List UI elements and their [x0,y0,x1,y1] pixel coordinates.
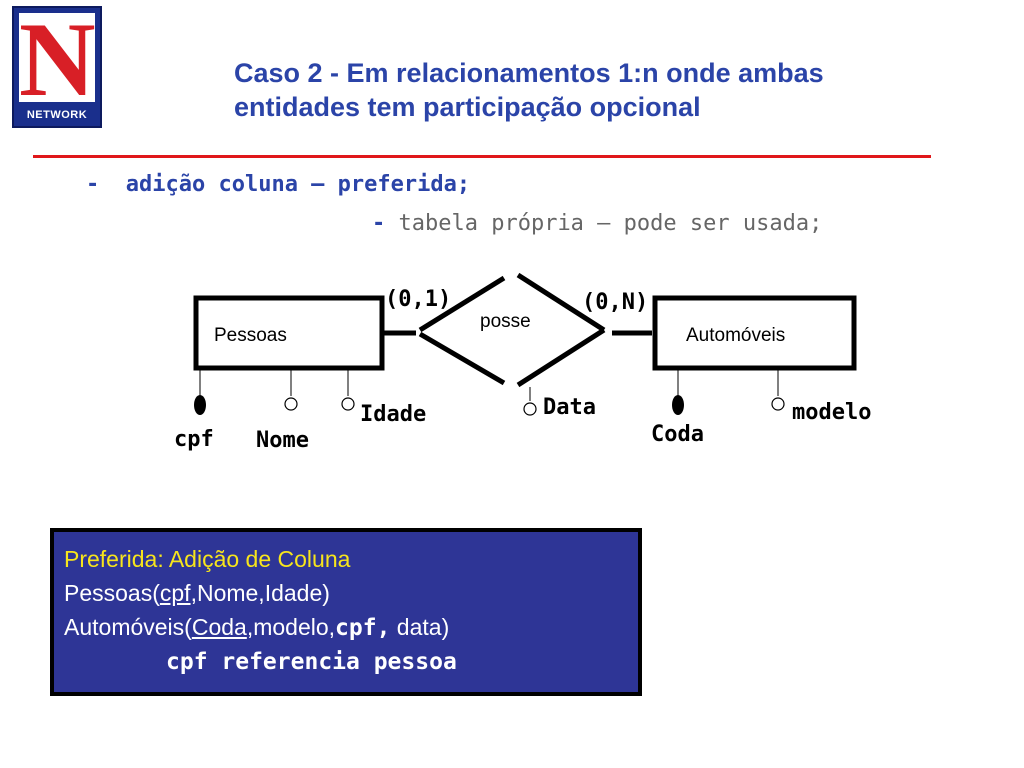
schema-line-pessoas: Pessoas(cpf,Nome,Idade) [64,576,638,610]
diamond-edge [516,272,606,333]
entity-pessoas-label: Pessoas [214,325,287,346]
schema-box: Preferida: Adição de Coluna Pessoas(cpf,… [50,528,642,696]
attribute-marker [341,397,355,411]
entity-automoveis-label: Automóveis [686,325,785,346]
bullet-text: adição coluna – preferida; [125,172,471,197]
foreign-key-cpf: cpf, [335,615,391,641]
schema-text: ,modelo, [246,614,336,640]
diamond-edge [418,331,506,386]
schema-text: Automóveis( [64,614,192,640]
schema-line-automoveis: Automóveis(Coda,modelo,cpf, data) [64,610,638,645]
attribute-idade-label: Idade [360,402,426,427]
key-attribute-marker [194,395,206,415]
attribute-marker [284,397,298,411]
relationship-label: posse [480,311,531,332]
key-attribute-marker [672,395,684,415]
bullet-dash: - [86,172,100,197]
logo-word: NETWORK [26,109,88,121]
entity-automoveis-box [652,295,857,371]
bullet-dash: - [372,211,386,236]
attribute-cpf-label: cpf [174,427,214,452]
title-line-2: entidades tem participação opcional [234,92,701,122]
schema-text: data) [390,614,450,640]
schema-reference: cpf referencia pessoa [166,649,457,675]
logo-letter: N [19,1,96,118]
bullet-own-table: - tabela própria – pode ser usada; [372,211,822,236]
schema-heading: Preferida: Adição de Coluna [64,546,351,572]
attribute-nome-label: Nome [256,428,309,453]
attribute-marker [523,402,537,416]
primary-key-coda: Coda [191,614,247,640]
attribute-modelo-label: modelo [792,400,871,425]
cardinality-right: (0,N) [582,290,648,315]
title-divider [33,155,931,158]
entity-pessoas-box [193,295,385,371]
schema-text: ,Nome,Idade) [190,580,330,606]
bullet-preferred: - adição coluna – preferida; [86,172,470,197]
network-logo: N NETWORK [12,6,102,128]
schema-text: Pessoas( [64,580,160,606]
bullet-text: tabela própria – pode ser usada; [398,211,823,236]
diamond-edge [418,275,506,333]
slide-title: Caso 2 - Em relacionamentos 1:n onde amb… [234,56,1004,124]
attribute-data-label: Data [543,395,596,420]
cardinality-left: (0,1) [385,287,451,312]
attribute-coda-label: Coda [651,422,704,447]
diamond-edge [516,327,606,388]
attribute-marker [771,397,785,411]
primary-key-cpf: cpf [159,580,191,606]
title-line-1: Caso 2 - Em relacionamentos 1:n onde amb… [234,58,824,88]
